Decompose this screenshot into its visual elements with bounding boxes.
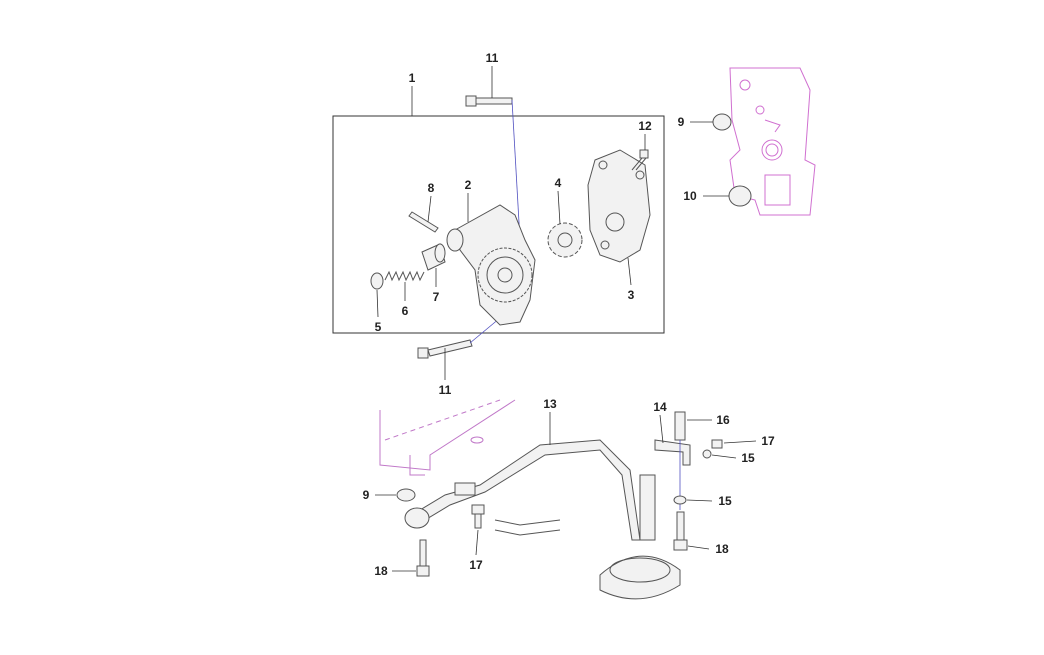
assembly-frame: [332, 115, 665, 334]
pin-8: [408, 211, 439, 233]
callout-8: 8: [428, 181, 435, 195]
bolt-11-top: [465, 95, 513, 107]
callout-3: 3: [628, 288, 635, 302]
callout-15-lower: 15: [718, 494, 732, 508]
callout-1: 1: [409, 71, 416, 85]
callout-6: 6: [402, 304, 409, 318]
callout-18-right: 18: [715, 542, 729, 556]
callout-18-left: 18: [374, 564, 388, 578]
callout-12: 12: [638, 119, 652, 133]
spring-6: [384, 270, 425, 282]
bolt-axis-line-lower: [469, 317, 501, 344]
callout-9-lower: 9: [363, 488, 370, 502]
bracket-14: [654, 411, 723, 551]
callout-10: 10: [683, 189, 697, 203]
callout-17-upper: 17: [761, 434, 775, 448]
drive-gear: [477, 247, 533, 303]
callout-14: 14: [653, 400, 667, 414]
bolt-11-bottom: [417, 339, 473, 359]
bolt-17-lower: [471, 504, 485, 529]
leader-lines: [375, 66, 757, 572]
mounting-bracket-outline: [379, 399, 516, 476]
callout-9-top: 9: [678, 115, 685, 129]
oil-strainer-pipe-13: [404, 439, 681, 600]
callout-5: 5: [375, 320, 382, 334]
callout-2: 2: [465, 178, 472, 192]
rotor-4: [547, 222, 583, 258]
callout-7: 7: [433, 290, 440, 304]
callout-11-top: 11: [486, 51, 499, 65]
screw-12: [631, 149, 649, 171]
o-ring-10: [728, 185, 752, 207]
callout-15-upper: 15: [741, 451, 755, 465]
plug-5: [370, 272, 384, 290]
callout-13: 13: [543, 397, 557, 411]
callout-4: 4: [555, 176, 562, 190]
o-ring-9-lower: [396, 488, 416, 502]
bolt-18-lower: [416, 539, 430, 577]
pump-cover-3: [587, 149, 651, 263]
o-ring-9: [712, 113, 732, 131]
engine-block-outline: [729, 67, 816, 216]
sleeve-7: [421, 243, 446, 271]
callout-16: 16: [716, 413, 730, 427]
callout-11-bottom: 11: [439, 383, 452, 397]
bolt-axis-line: [511, 99, 521, 241]
callout-17-lower: 17: [469, 558, 483, 572]
